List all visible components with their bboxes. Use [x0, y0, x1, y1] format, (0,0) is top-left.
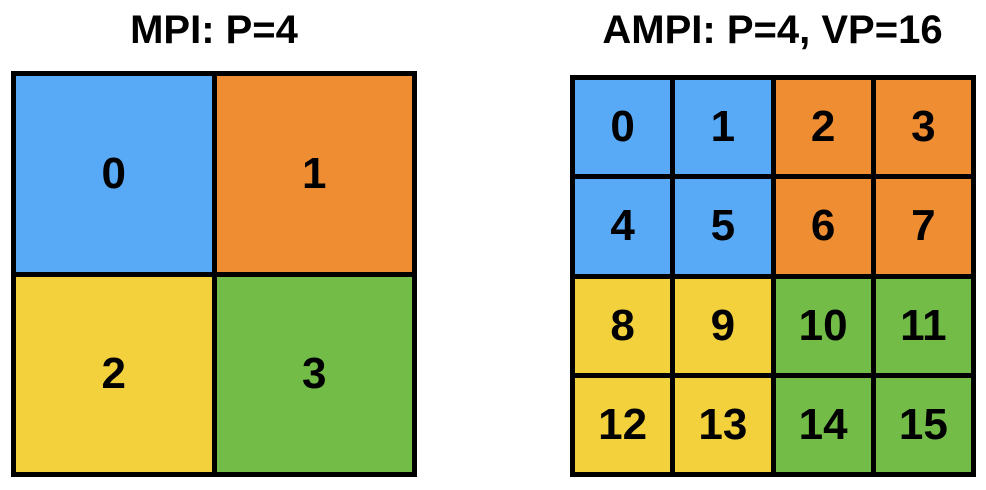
mpi-rank-cell: 2	[16, 276, 212, 472]
ampi-vp-cell: 15	[875, 377, 971, 472]
ampi-vp-cell: 6	[775, 179, 871, 274]
mpi-title: MPI: P=4	[130, 8, 298, 52]
ampi-vp-cell: 8	[575, 278, 671, 373]
ampi-vp-cell: 10	[775, 278, 871, 373]
ampi-vp-cell: 14	[775, 377, 871, 472]
ampi-vp-cell: 5	[675, 179, 771, 274]
ampi-virtual-process-grid: 0 1 2 3 4 5 6 7 8 9 10 11 12 13 14 15	[570, 75, 976, 477]
ampi-vp-cell: 7	[875, 179, 971, 274]
ampi-vp-cell: 2	[775, 80, 871, 175]
mpi-process-grid: 0 1 2 3	[11, 71, 417, 477]
ampi-vp-cell: 11	[875, 278, 971, 373]
mpi-rank-cell: 3	[216, 276, 412, 472]
ampi-vp-cell: 13	[675, 377, 771, 472]
ampi-vp-cell: 9	[675, 278, 771, 373]
mpi-rank-cell: 1	[216, 76, 412, 272]
ampi-vp-cell: 1	[675, 80, 771, 175]
ampi-vp-cell: 3	[875, 80, 971, 175]
ampi-title: AMPI: P=4, VP=16	[602, 8, 943, 52]
ampi-vp-cell: 12	[575, 377, 671, 472]
ampi-vp-cell: 0	[575, 80, 671, 175]
mpi-rank-cell: 0	[16, 76, 212, 272]
ampi-vp-cell: 4	[575, 179, 671, 274]
